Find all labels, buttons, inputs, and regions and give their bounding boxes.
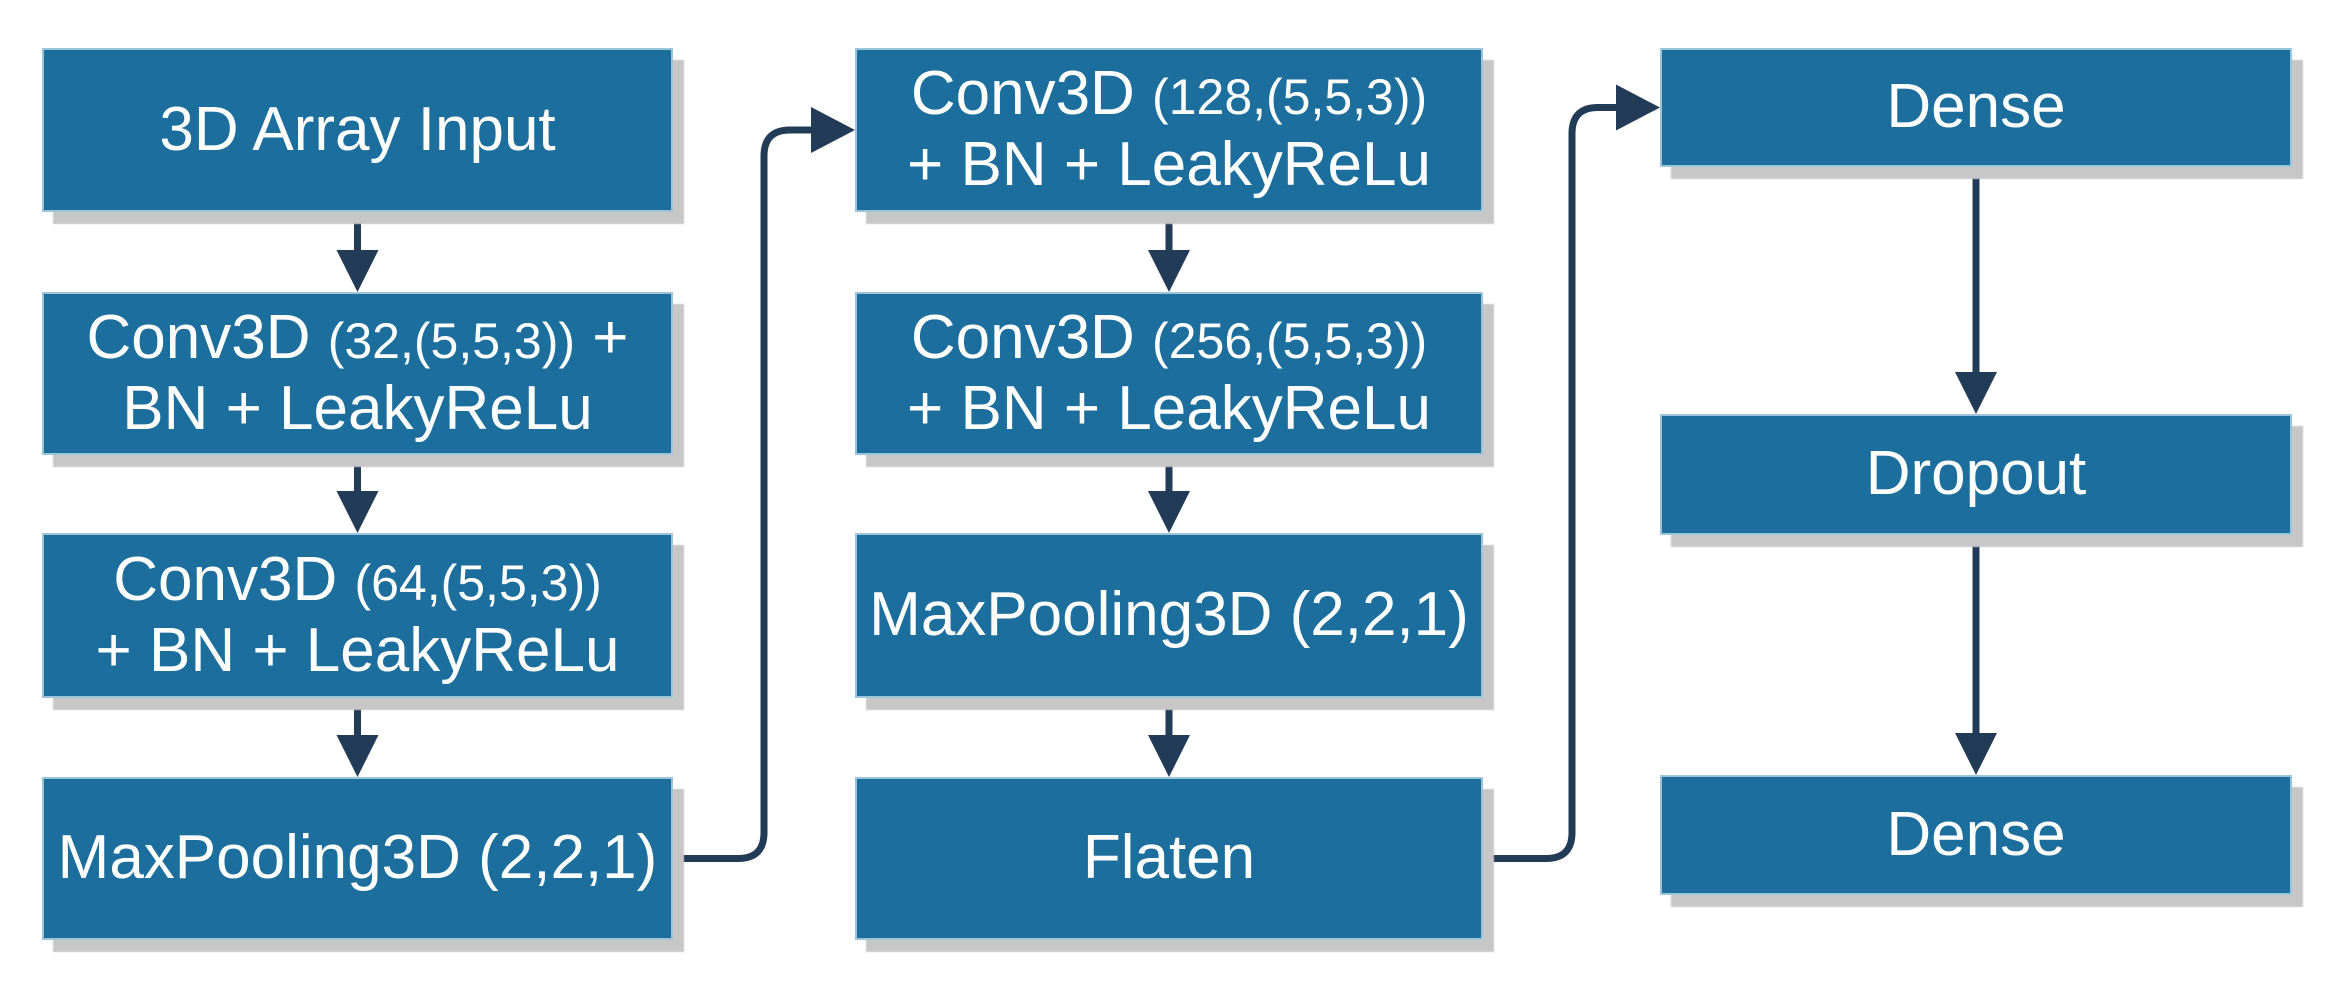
node-conv128: Conv3D (128,(5,5,3))+ BN + LeakyReLu <box>855 48 1483 212</box>
node-label-segment: + BN + LeakyReLu <box>907 130 1431 199</box>
node-label-line: Dropout <box>1866 439 2087 510</box>
node-label-line: Dense <box>1886 72 2065 143</box>
arrow-maxpool2-to-flatten-head <box>1148 735 1190 777</box>
node-label-line: Conv3D (64,(5,5,3)) <box>113 545 602 616</box>
node-label-line: + BN + LeakyReLu <box>96 616 620 687</box>
node-label-segment: + <box>575 302 629 372</box>
arrow-maxpool1-to-conv128 <box>673 126 817 862</box>
node-label-segment: (256,(5,5,3)) <box>1152 312 1428 369</box>
node-label-line: 3D Array Input <box>159 95 555 166</box>
node-maxpool1: MaxPooling3D (2,2,1) <box>42 777 673 940</box>
node-label-line: Dense <box>1886 800 2065 871</box>
arrow-flatten-to-dense1-head <box>1616 84 1660 131</box>
node-label-segment: + BN + LeakyReLu <box>95 615 620 685</box>
node-label-segment: 3D Array Input <box>159 94 556 164</box>
node-label-line: MaxPooling3D (2,2,1) <box>58 823 658 894</box>
node-dense2: Dense <box>1660 775 2292 895</box>
node-label-line: MaxPooling3D (2,2,1) <box>869 580 1469 651</box>
arrow-conv128-to-conv256-head <box>1148 250 1190 292</box>
node-maxpool2: MaxPooling3D (2,2,1) <box>855 533 1483 698</box>
node-label-line: Conv3D (128,(5,5,3)) <box>911 59 1427 130</box>
arrow-conv64-to-maxpool1-head <box>336 735 379 777</box>
node-label-segment: Dropout <box>1865 439 2087 509</box>
arrow-conv256-to-maxpool2-head <box>1148 491 1190 533</box>
node-conv256: Conv3D (256,(5,5,3))+ BN + LeakyReLu <box>855 292 1483 455</box>
node-label-segment: Conv3D <box>113 544 355 614</box>
node-label-line: Conv3D (256,(5,5,3)) <box>911 303 1427 374</box>
node-label-segment: Conv3D <box>910 302 1153 372</box>
node-label-line: BN + LeakyReLu <box>122 374 592 445</box>
node-label-segment: BN + LeakyReLu <box>122 373 593 443</box>
node-label-line: Flaten <box>1083 823 1255 894</box>
node-label-segment: + BN + LeakyReLu <box>907 373 1431 443</box>
node-label-segment: MaxPooling3D (2,2,1) <box>869 580 1469 650</box>
node-flatten: Flaten <box>855 777 1483 940</box>
node-label-segment: MaxPooling3D (2,2,1) <box>57 823 658 893</box>
node-dropout: Dropout <box>1660 414 2292 535</box>
node-label-line: Conv3D (32,(5,5,3)) + <box>87 303 629 374</box>
node-conv64: Conv3D (64,(5,5,3))+ BN + LeakyReLu <box>42 533 673 698</box>
arrow-dense1-to-dropout-head <box>1955 372 1997 414</box>
node-dense1: Dense <box>1660 48 2292 167</box>
arrow-maxpool1-to-conv128-head <box>811 107 855 153</box>
node-label-segment: Conv3D <box>910 59 1153 129</box>
node-conv32: Conv3D (32,(5,5,3)) +BN + LeakyReLu <box>42 292 673 455</box>
node-label-segment: (128,(5,5,3)) <box>1152 69 1428 126</box>
arrow-input-to-conv32-head <box>336 250 379 292</box>
node-label-segment: Conv3D <box>86 302 328 372</box>
arrow-conv32-to-conv64-head <box>336 491 379 533</box>
node-label-segment: Flaten <box>1082 823 1256 893</box>
node-label-segment: Dense <box>1886 72 2066 142</box>
node-label-segment: (32,(5,5,3)) <box>327 312 576 369</box>
arrow-flatten-to-dense1 <box>1483 104 1622 862</box>
node-label-segment: (64,(5,5,3)) <box>354 554 602 611</box>
node-input: 3D Array Input <box>42 48 673 212</box>
node-label-line: + BN + LeakyReLu <box>907 374 1431 445</box>
node-label-line: + BN + LeakyReLu <box>907 130 1431 201</box>
node-label-segment: Dense <box>1886 799 2066 869</box>
arrow-dropout-to-dense2-head <box>1955 733 1997 775</box>
